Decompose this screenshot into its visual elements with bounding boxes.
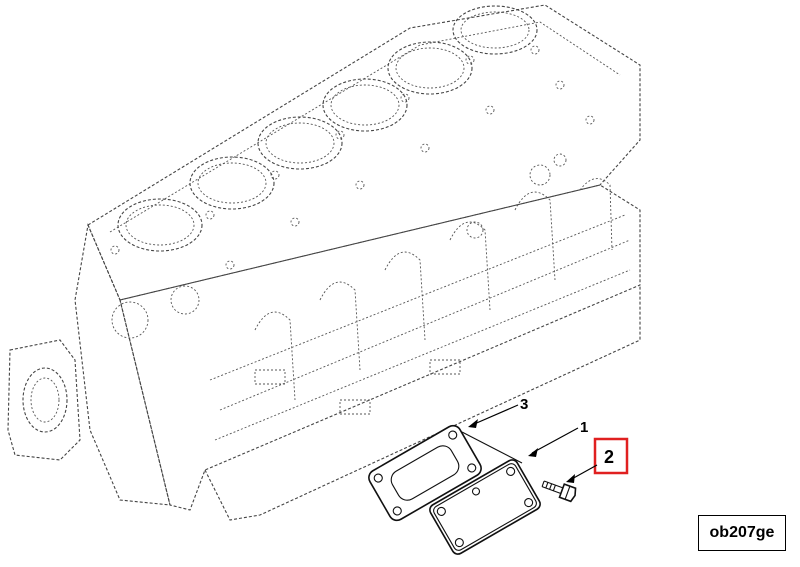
crank-webs [254, 178, 613, 401]
callout-label-1: 1 [580, 419, 588, 436]
callout-label-2: 2 [604, 447, 614, 467]
cover-plate-part-1 [429, 459, 541, 555]
callout-2: 2 [566, 437, 629, 483]
cylinder-bores [117, 5, 538, 252]
callout-2-highlight-box [593, 437, 629, 475]
callout-label-3: 3 [520, 396, 528, 413]
gasket-part-3 [368, 424, 482, 522]
engine-block-outline [7, 4, 641, 521]
callout-3: 3 [468, 396, 528, 428]
callout-1: 1 [528, 419, 588, 457]
bolt-part-2 [541, 480, 577, 503]
alignment-line [461, 431, 523, 464]
bolt-holes [110, 45, 595, 270]
figure-reference-code: ob207ge [698, 515, 786, 551]
